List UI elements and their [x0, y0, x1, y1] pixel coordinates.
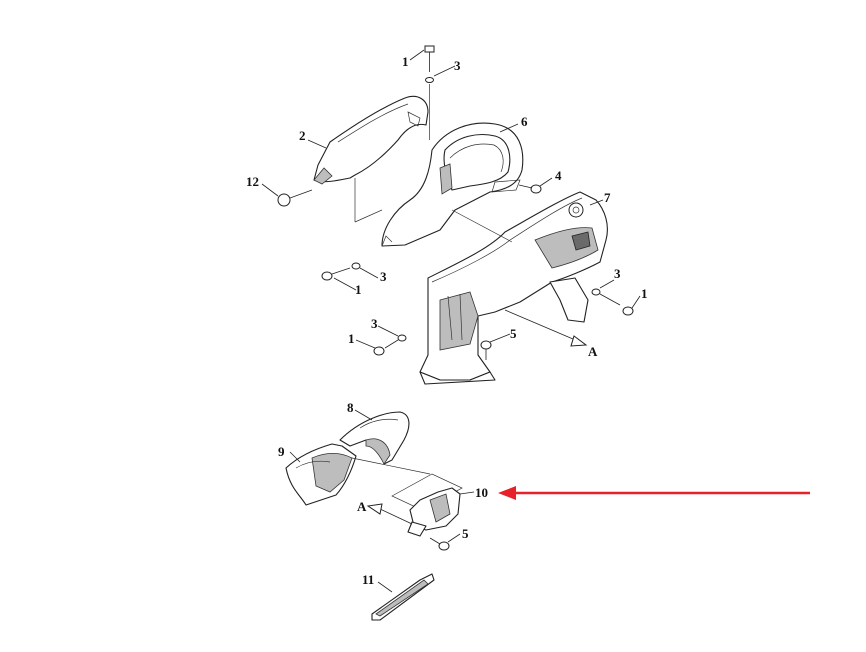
part-8-lower-guard — [339, 411, 410, 465]
label-A-upper: A — [588, 344, 598, 359]
part-6-guard-housing — [381, 122, 524, 247]
label-8: 8 — [347, 400, 354, 415]
label-10: 10 — [475, 485, 488, 500]
label-1-right: 1 — [641, 286, 648, 301]
washer-3-left — [351, 262, 361, 270]
washer-3-top — [425, 77, 434, 83]
part-7-main-arm-casting — [419, 191, 608, 385]
screw-1-left — [321, 271, 333, 281]
fasteners-upper — [277, 45, 634, 360]
washer-3-right — [591, 288, 601, 296]
label-4: 4 — [555, 168, 562, 183]
label-5-upper: 5 — [510, 326, 517, 341]
label-leaders — [261, 49, 641, 593]
screw-5-lower — [438, 541, 450, 551]
label-6: 6 — [521, 114, 528, 129]
screw-1-right — [622, 306, 634, 316]
part-2-upper-guard — [313, 95, 429, 185]
label-5-lower: 5 — [462, 526, 469, 541]
screw-5-upper — [480, 340, 492, 350]
screw-4 — [530, 184, 542, 194]
label-1-lower: 1 — [348, 331, 355, 346]
part-11-strip — [371, 573, 435, 621]
screw-12 — [277, 193, 291, 207]
red-pointer-arrow — [498, 486, 810, 500]
part-10-bracket — [391, 473, 463, 537]
label-1-left: 1 — [355, 282, 362, 297]
part-9-chute — [285, 443, 357, 506]
label-12: 12 — [246, 174, 259, 189]
label-1-top: 1 — [402, 54, 409, 69]
screw-1-lower — [373, 346, 385, 356]
washer-3-lower — [397, 334, 407, 342]
screw-1-top — [424, 45, 435, 53]
label-3-right: 3 — [614, 266, 621, 281]
part-labels: 1 3 2 6 12 4 7 3 1 3 1 3 1 5 A 8 9 10 A … — [246, 54, 648, 587]
fasteners-lower — [351, 457, 450, 551]
label-11: 11 — [362, 572, 374, 587]
label-A-lower: A — [357, 499, 367, 514]
label-3-top: 3 — [454, 58, 461, 73]
label-3-lower: 3 — [371, 316, 378, 331]
label-3-left: 3 — [380, 269, 387, 284]
label-7: 7 — [604, 190, 611, 205]
label-2: 2 — [299, 128, 306, 143]
label-9: 9 — [278, 444, 285, 459]
